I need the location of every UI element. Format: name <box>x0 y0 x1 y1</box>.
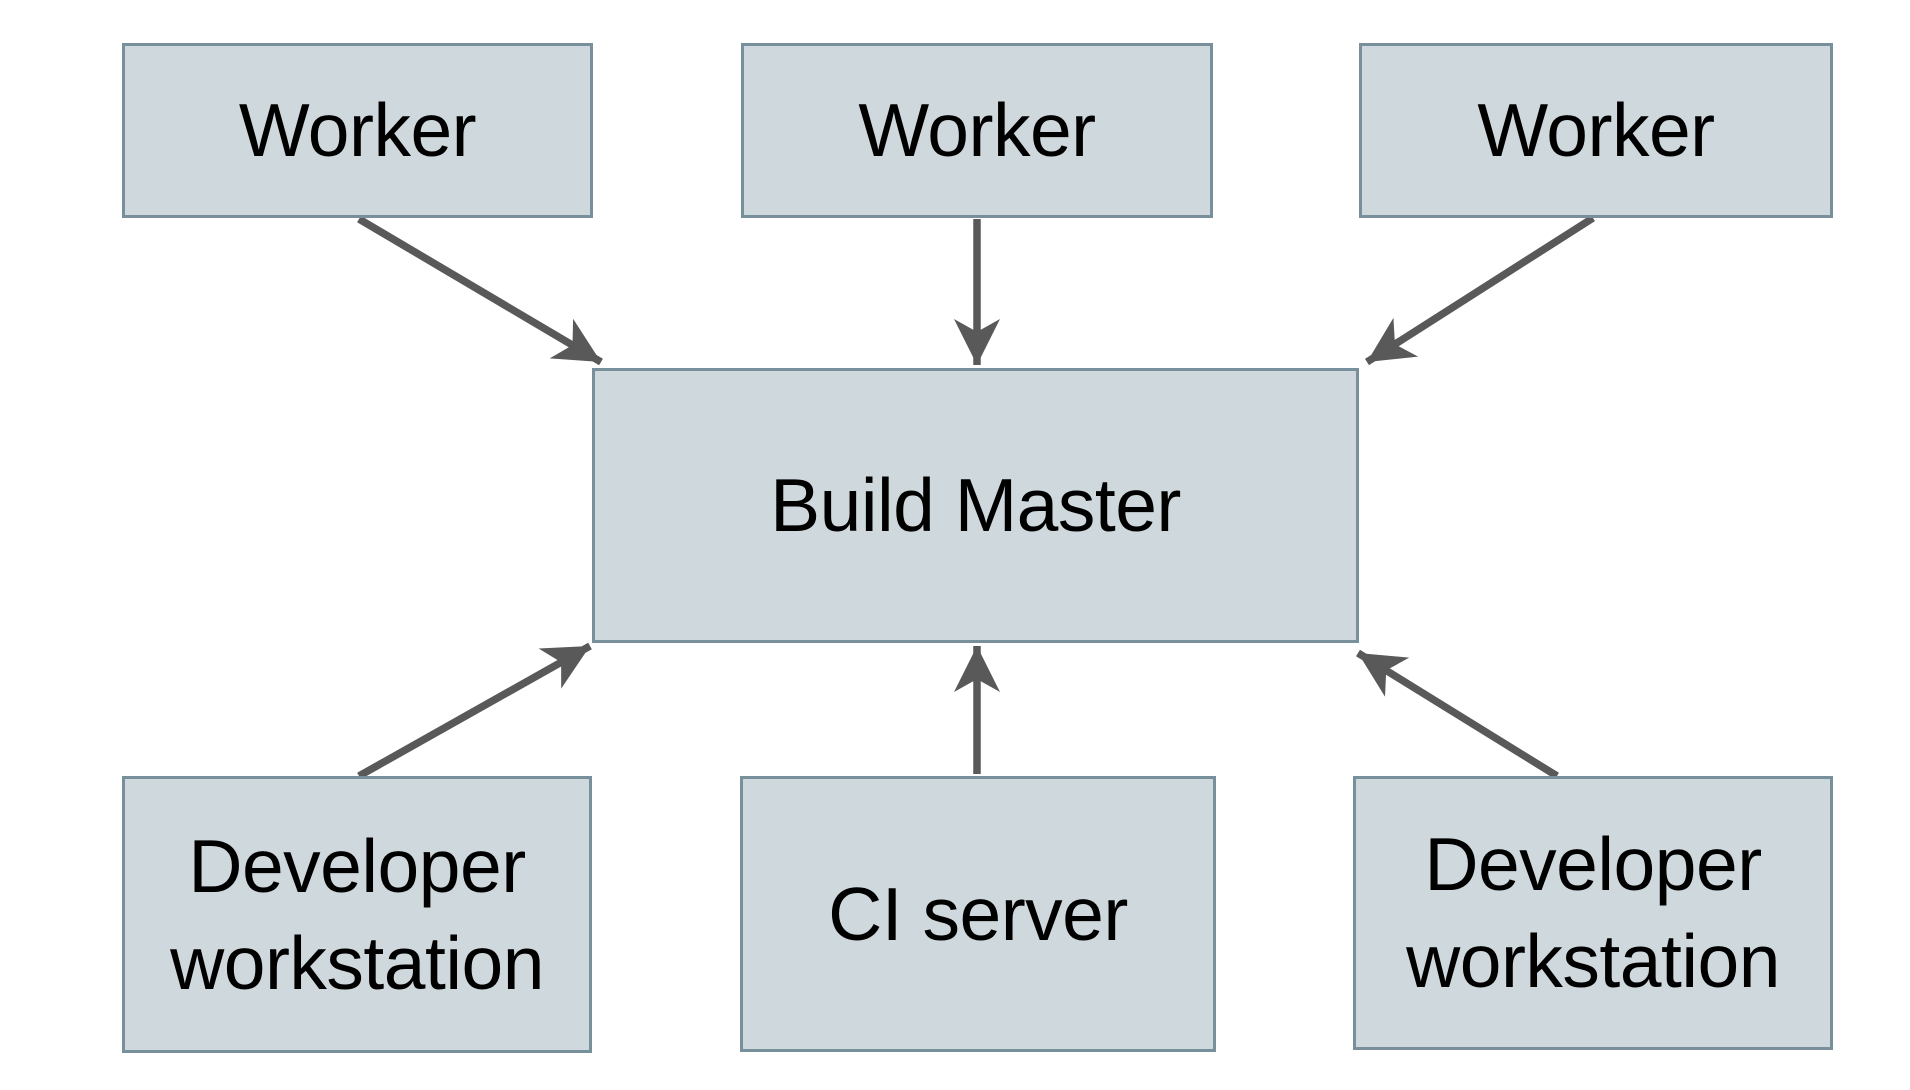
node-developer-workstation-left: Developer workstation <box>122 776 592 1053</box>
node-worker-1-label: Worker <box>238 88 477 173</box>
node-worker-3-label: Worker <box>1477 88 1715 173</box>
node-build-master-label: Build Master <box>770 463 1181 548</box>
node-worker-2-label: Worker <box>858 88 1096 173</box>
node-developer-workstation-right: Developer workstation <box>1353 776 1833 1050</box>
edge-devworkstation-right-buildmaster <box>1356 649 1559 780</box>
node-worker-1: Worker <box>122 43 593 218</box>
node-build-master: Build Master <box>592 368 1359 643</box>
edge-devworkstation-left-buildmaster <box>357 642 592 780</box>
node-worker-3: Worker <box>1359 43 1833 218</box>
node-ci-server: CI server <box>740 776 1216 1052</box>
node-developer-workstation-left-label: Developer workstation <box>170 823 544 1005</box>
node-worker-2: Worker <box>741 43 1213 218</box>
node-developer-workstation-right-label: Developer workstation <box>1406 822 1780 1003</box>
node-ci-server-label: CI server <box>828 871 1128 956</box>
edge-worker1-buildmaster <box>357 215 603 366</box>
edge-worker3-buildmaster <box>1364 214 1596 366</box>
